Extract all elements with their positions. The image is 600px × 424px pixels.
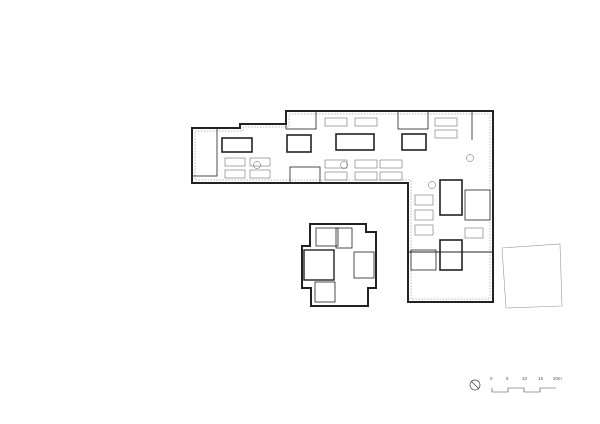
workstation-clusters bbox=[224, 117, 484, 239]
scale-tick-5: 5 bbox=[506, 376, 509, 381]
neighbor-outline bbox=[501, 243, 563, 309]
scale-bar-labels: 0 5 10 15 20m bbox=[460, 372, 600, 400]
scale-tick-0: 0 bbox=[490, 376, 493, 381]
office-l-block bbox=[191, 110, 494, 303]
north-arrow-icon bbox=[469, 379, 481, 391]
scale-tick-15: 15 bbox=[538, 376, 544, 381]
scale-tick-10: 10 bbox=[522, 376, 528, 381]
scale-bar bbox=[491, 387, 556, 393]
scale-tick-20m: 20m bbox=[553, 376, 562, 381]
villa bbox=[301, 223, 377, 307]
